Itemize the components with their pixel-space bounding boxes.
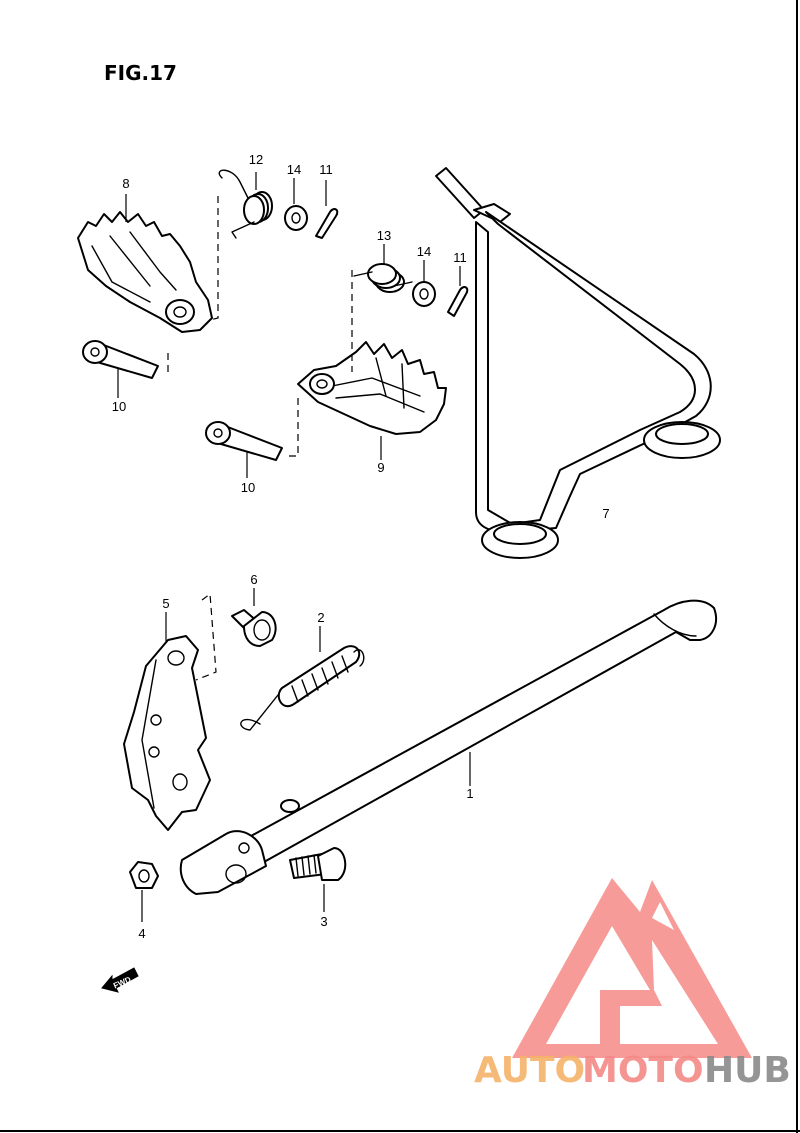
- callout-3: 3: [320, 914, 327, 929]
- callout-10-right: 10: [241, 480, 255, 495]
- callout-2: 2: [317, 610, 324, 625]
- nut-part: [129, 861, 159, 922]
- watermark-logo-icon: [512, 878, 752, 1058]
- right-cotter-pin-part: [447, 266, 469, 317]
- stand-spring-part: [240, 626, 365, 731]
- right-pin-part: [205, 421, 283, 478]
- washer-part: [284, 178, 308, 231]
- callout-12: 12: [249, 152, 263, 167]
- callout-14-right: 14: [417, 244, 431, 259]
- flange-bolt-part: [231, 588, 277, 647]
- callout-7: 7: [602, 506, 609, 521]
- watermark-text: AUTO MOTO HUB: [474, 1050, 791, 1091]
- stand-frame-part: [435, 167, 721, 559]
- callout-8: 8: [122, 176, 129, 191]
- watermark-word-moto: MOTO: [582, 1050, 704, 1091]
- callout-5: 5: [162, 596, 169, 611]
- watermark-word-hub: HUB: [704, 1050, 791, 1091]
- left-footrest-part: [77, 194, 213, 333]
- callout-11-right: 11: [453, 250, 467, 265]
- cotter-pin-part: [315, 180, 339, 239]
- watermark-word-auto: AUTO: [474, 1050, 585, 1091]
- figure-title: FIG.17: [104, 61, 177, 85]
- fwd-arrow-icon: FWD: [101, 967, 139, 993]
- callout-11-left: 11: [319, 162, 333, 177]
- callout-10-left: 10: [112, 399, 126, 414]
- callout-4: 4: [138, 926, 145, 941]
- callout-1: 1: [466, 786, 473, 801]
- left-pin-part: [82, 340, 159, 398]
- bracket-plate-part: [123, 612, 211, 831]
- right-footrest-part: [297, 341, 447, 460]
- callout-14-left: 14: [287, 162, 301, 177]
- callout-6: 6: [250, 572, 257, 587]
- right-spring-part: [353, 244, 413, 293]
- fwd-label: FWD: [112, 975, 133, 991]
- pivot-bolt-part: [289, 847, 347, 912]
- callout-9: 9: [377, 460, 384, 475]
- left-spring-part: [218, 169, 273, 239]
- side-stand-part: [179, 599, 718, 895]
- right-washer-part: [412, 260, 436, 307]
- callout-13: 13: [377, 228, 391, 243]
